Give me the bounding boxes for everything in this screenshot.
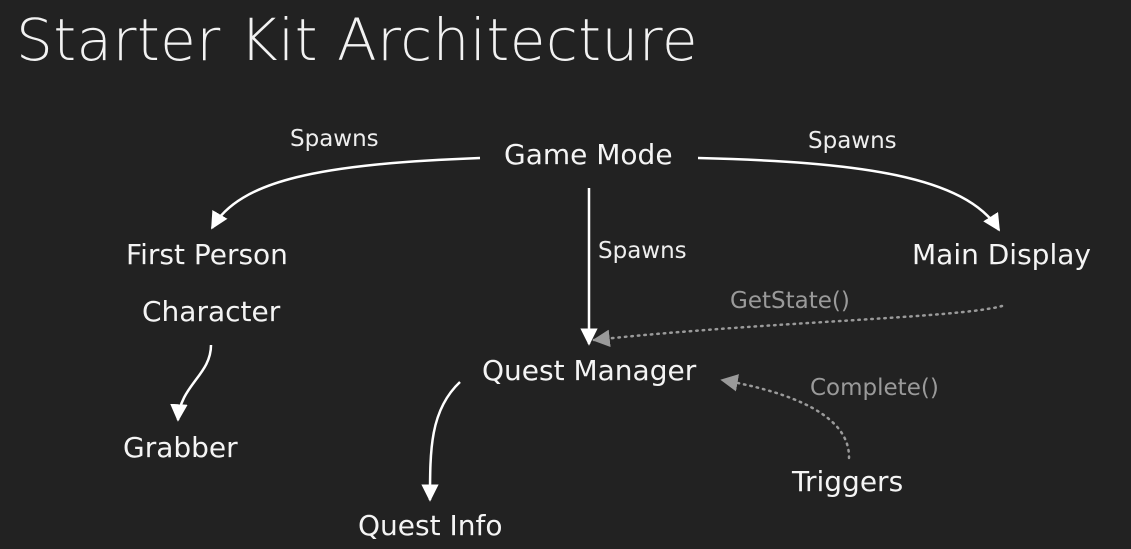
arrow-gamemode-to-maindisplay (697, 156, 1001, 232)
label-spawns-middle: Spawns (598, 238, 687, 264)
node-triggers: Triggers (792, 465, 904, 498)
slide-title: Starter Kit Architecture (16, 6, 699, 74)
label-spawns-right: Spawns (808, 128, 897, 154)
label-getstate: GetState() (730, 288, 850, 314)
arrow-gamemode-to-character (210, 156, 481, 230)
arrow-maindisplay-getstate (592, 304, 1004, 348)
node-game-mode: Game Mode (504, 138, 673, 171)
node-main-display: Main Display (912, 238, 1091, 271)
arrow-triggers-complete (720, 374, 851, 460)
node-character: Character (142, 295, 281, 328)
label-complete: Complete() (810, 375, 939, 401)
node-grabber: Grabber (123, 431, 238, 464)
arrow-questmanager-to-questinfo (421, 381, 461, 502)
node-quest-info: Quest Info (358, 509, 503, 542)
label-spawns-left: Spawns (290, 126, 379, 152)
node-quest-manager: Quest Manager (482, 354, 697, 387)
node-first-person: First Person (126, 238, 288, 271)
arrow-character-to-grabber (170, 344, 213, 422)
